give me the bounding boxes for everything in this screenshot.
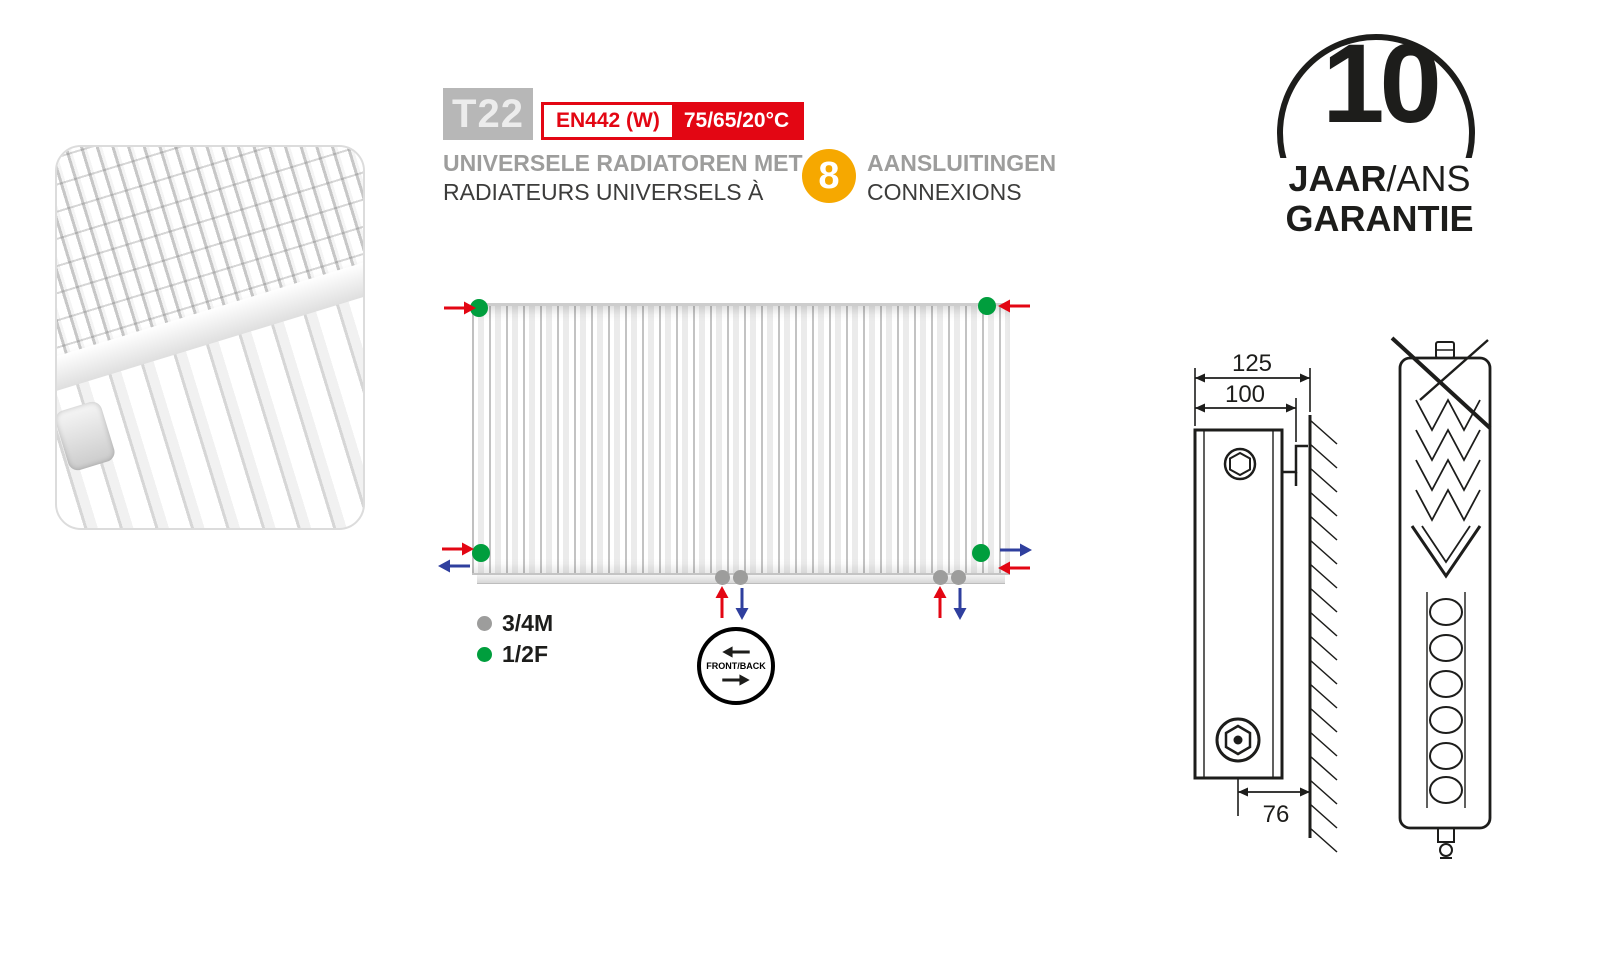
front-back-label: FRONT/BACK [706, 661, 766, 671]
connection-dot-gray-bottom-right-1 [933, 570, 948, 585]
flow-arrow-red-top-left-icon [444, 301, 476, 315]
flow-arrow-red-bottom-right-icon [998, 561, 1030, 575]
legend-item-34m: 3/4M [477, 608, 553, 639]
flow-arrow-blue-bottom-left-icon [438, 559, 470, 573]
connection-dot-green-bottom-left [472, 544, 490, 562]
product-title-nl: UNIVERSELE RADIATOREN MET [443, 150, 803, 176]
flow-arrow-red-top-right-icon [998, 299, 1030, 313]
product-title-fr: RADIATEURS UNIVERSELS À [443, 179, 764, 205]
warranty-years: 10 [1322, 21, 1442, 146]
connections-label-fr: CONNEXIONS [867, 179, 1022, 205]
dimension-125-label: 125 [1232, 350, 1272, 377]
legend-dot-gray-icon [477, 616, 492, 631]
section-view [1390, 336, 1492, 859]
legend-label-12f: 1/2F [502, 641, 549, 667]
radiator-front-view [472, 303, 1010, 575]
back-arrow-right-icon [722, 674, 750, 686]
warranty-garantie: GARANTIE [1277, 198, 1482, 239]
legend-item-12f: 1/2F [477, 639, 553, 670]
technical-drawing: 125 100 76 [1193, 336, 1492, 859]
dimension-100-label: 100 [1225, 381, 1265, 408]
connection-dot-gray-bottom-right-2 [951, 570, 966, 585]
warranty-badge: 10 JAAR/ANS GARANTIE [1262, 26, 1497, 288]
side-view [1193, 428, 1308, 780]
flow-arrow-red-bottom-left-icon [442, 542, 474, 556]
radiator-photo [55, 145, 365, 530]
legend-label-34m: 3/4M [502, 610, 554, 636]
dimension-76-label: 76 [1263, 801, 1290, 828]
connection-dot-green-top-right [978, 297, 996, 315]
warranty-line1: JAAR/ANS [1262, 158, 1497, 199]
flow-arrow-red-up-center-icon [715, 586, 729, 618]
norm-temperature-badges: EN442 (W) 75/65/20°C [541, 102, 805, 140]
connections-label-nl: AANSLUITINGEN [867, 150, 1057, 176]
flow-arrow-red-up-right-icon [933, 586, 947, 618]
type-code-badge: T22 [443, 88, 533, 140]
flow-arrow-blue-down-center-icon [735, 588, 749, 620]
flow-arrow-blue-bottom-right-icon [1000, 543, 1032, 557]
front-back-badge: FRONT/BACK [697, 627, 775, 705]
dimensions: 125 100 76 [1194, 350, 1311, 828]
flow-arrow-blue-down-right-icon [953, 588, 967, 620]
warranty-jaar: JAAR [1288, 158, 1387, 199]
connection-legend: 3/4M 1/2F [477, 608, 553, 670]
warranty-ans: /ANS [1386, 158, 1471, 199]
wall [1308, 415, 1338, 853]
connection-dot-gray-bottom-center-1 [715, 570, 730, 585]
warranty-line2: GARANTIE [1262, 198, 1497, 240]
connections-count-badge: 8 [802, 149, 856, 203]
front-arrow-left-icon [722, 646, 750, 658]
connection-dot-green-bottom-right [972, 544, 990, 562]
connection-dot-green-top-left [470, 299, 488, 317]
connection-dot-gray-bottom-center-2 [733, 570, 748, 585]
legend-dot-green-icon [477, 647, 492, 662]
norm-badge: EN442 (W) [544, 105, 672, 137]
temperature-badge: 75/65/20°C [671, 105, 802, 137]
